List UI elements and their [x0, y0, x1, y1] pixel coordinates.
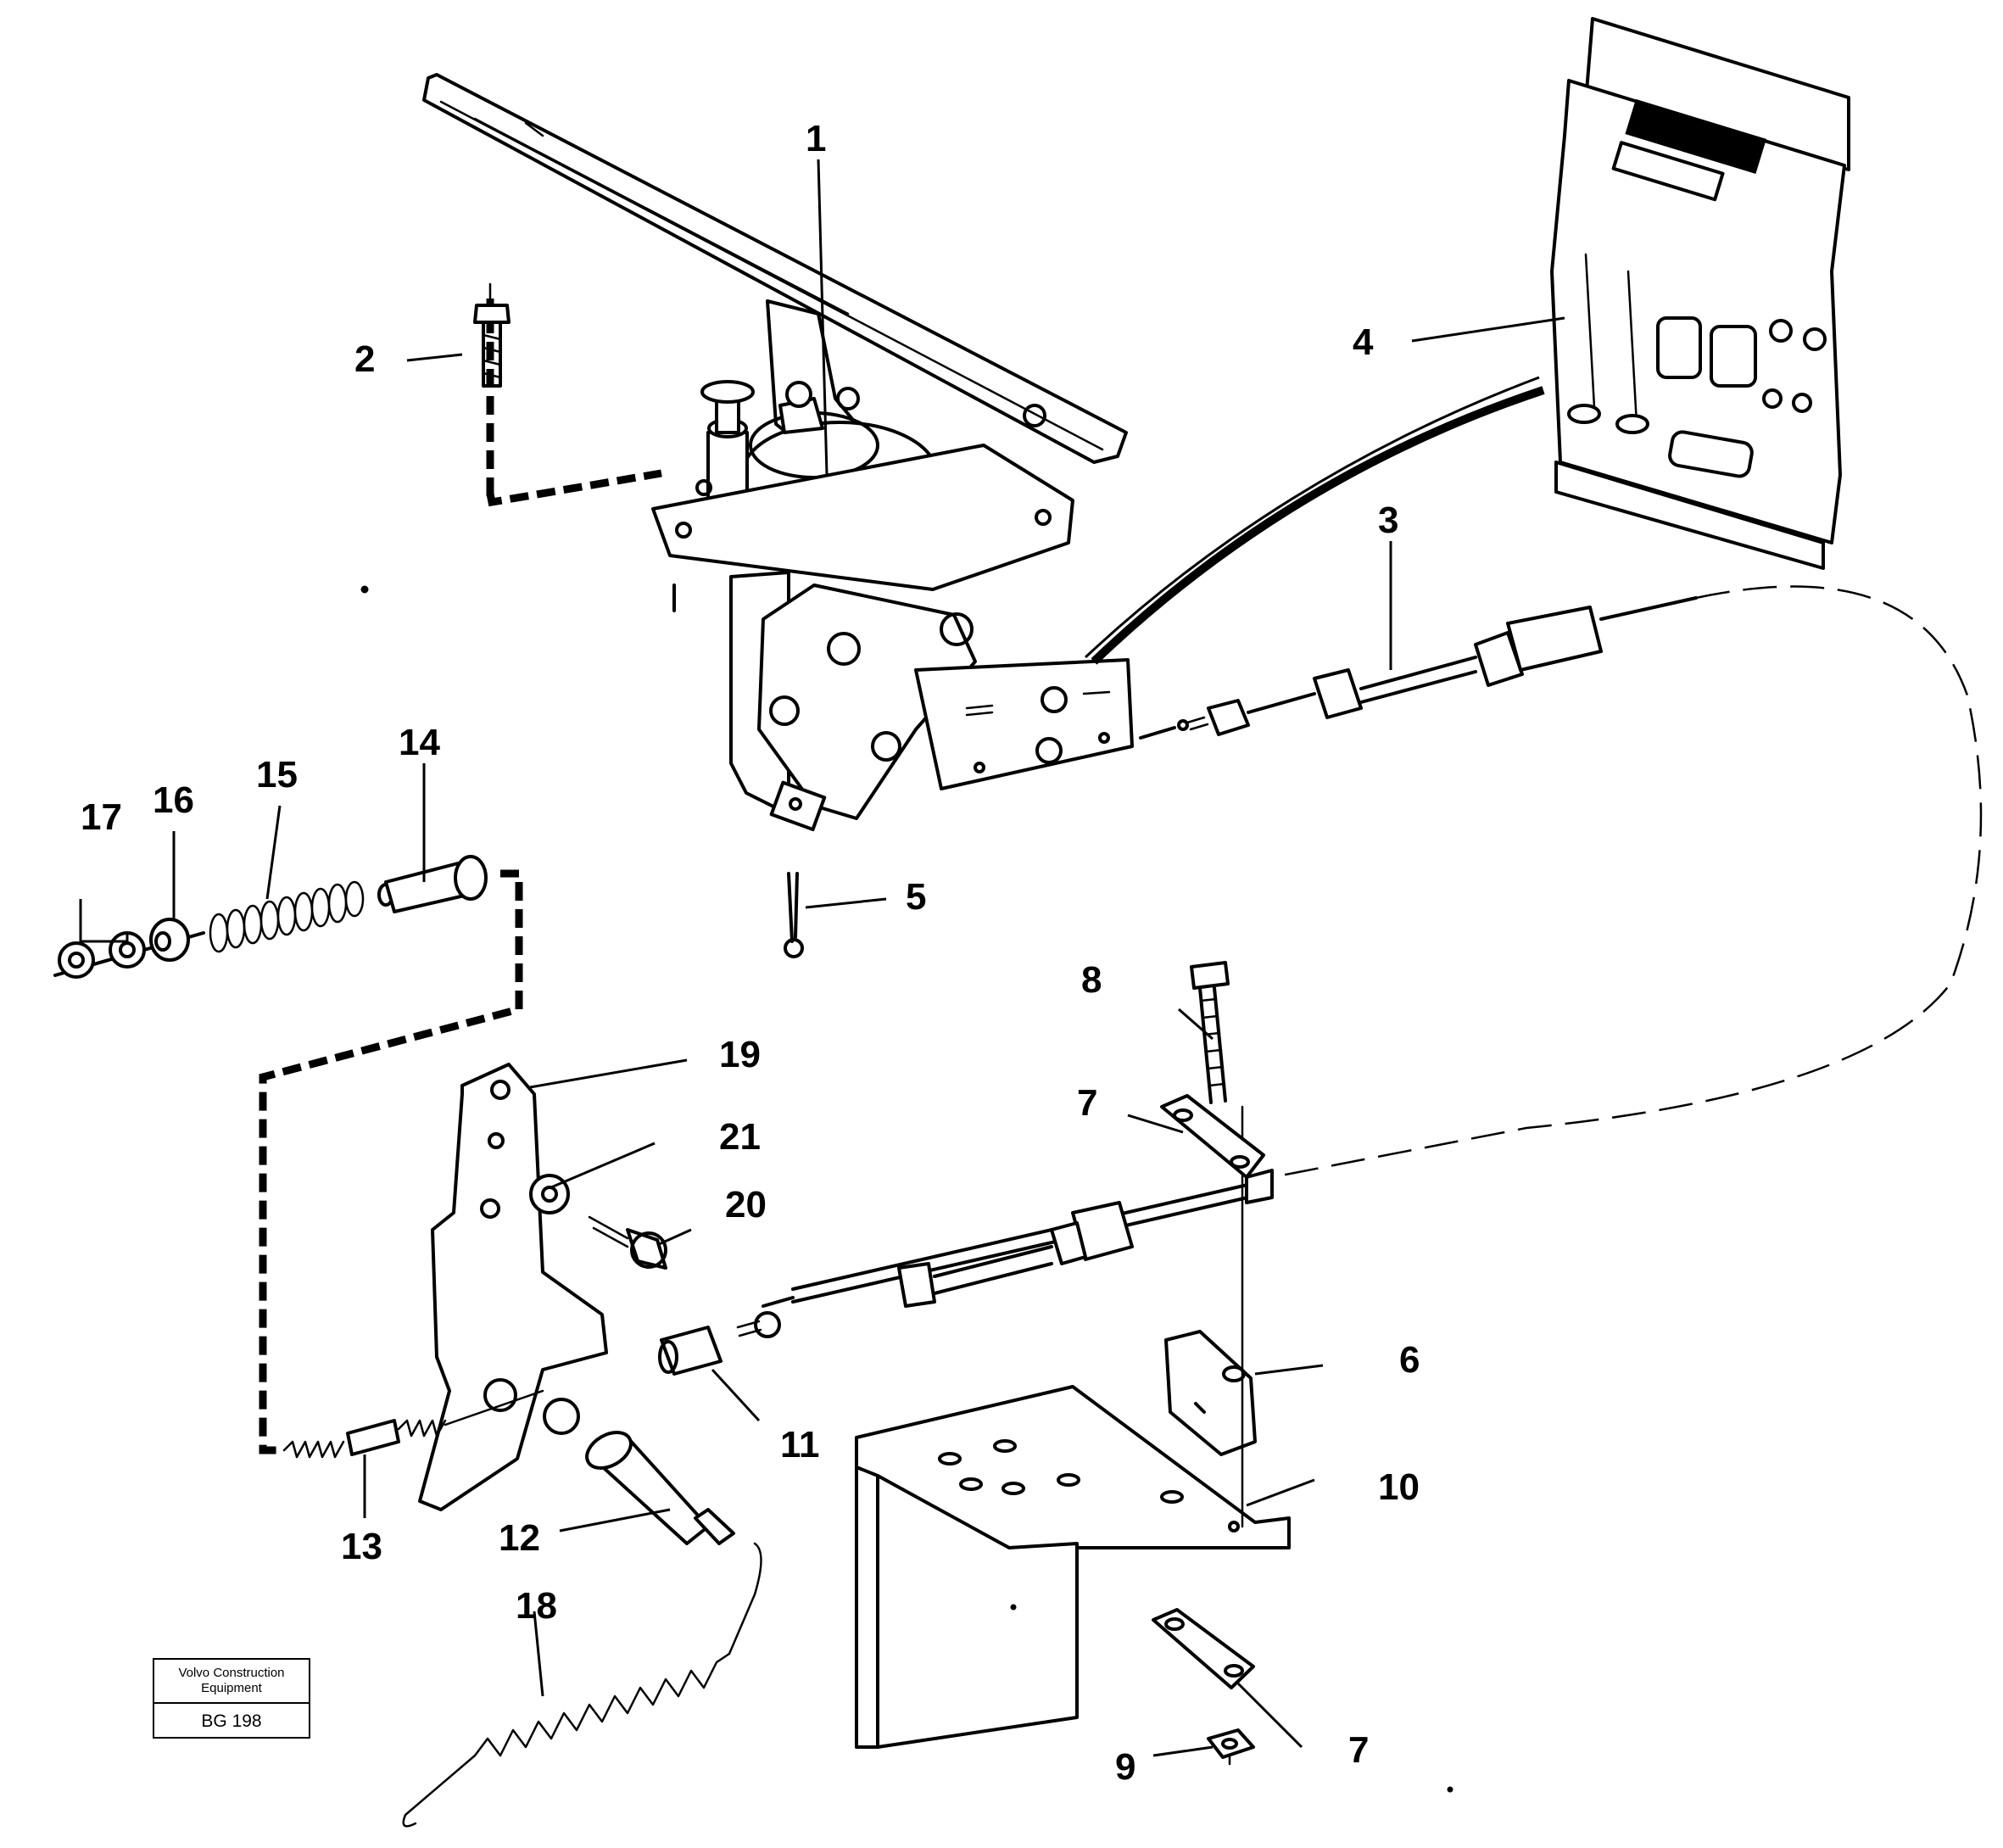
callout-20: 20 — [725, 1184, 767, 1225]
cotter-pin-part-5 — [784, 872, 804, 958]
callout-3: 3 — [1378, 500, 1398, 541]
bracket-part-10 — [855, 1385, 1291, 1749]
throttle-cable-lower — [736, 1169, 1274, 1338]
callout-6: 6 — [1399, 1339, 1420, 1381]
company-line-1: Volvo Construction — [178, 1666, 285, 1680]
callout-12: 12 — [499, 1517, 540, 1559]
bolt-part-20 — [588, 1215, 667, 1270]
callout-labels: 1 2 3 4 5 6 7 7 8 9 10 11 12 13 14 15 16… — [81, 118, 1420, 1788]
company-line-2: Equipment — [201, 1681, 262, 1695]
callout-2: 2 — [354, 338, 375, 380]
governor-unit — [1550, 17, 1850, 570]
cable-to-governor — [1091, 386, 1545, 665]
callout-21: 21 — [719, 1116, 761, 1158]
callout-9: 9 — [1115, 1746, 1135, 1788]
screw-part-2 — [473, 282, 511, 388]
callout-10: 10 — [1378, 1466, 1420, 1508]
title-block: Volvo Construction Equipment BG 198 — [153, 1658, 310, 1739]
plate-part-7-lower — [1152, 1608, 1255, 1689]
screw-part-8 — [1190, 961, 1244, 1528]
callout-5: 5 — [906, 876, 926, 918]
pin-part-12 — [585, 1431, 735, 1545]
callout-13: 13 — [341, 1526, 382, 1567]
clamp-part-6 — [1164, 1330, 1257, 1456]
nut-part-11 — [658, 1326, 723, 1376]
callout-17: 17 — [81, 796, 122, 838]
callout-16: 16 — [153, 779, 194, 821]
nut-part-9 — [1207, 1728, 1255, 1766]
callout-4: 4 — [1353, 321, 1374, 363]
bracket-part-19 — [418, 1063, 608, 1511]
spring-part-18 — [402, 1542, 762, 1828]
callout-1: 1 — [806, 118, 826, 159]
accelerator-pedal-assembly — [422, 73, 1134, 832]
spring-part-13 — [282, 1389, 544, 1459]
title-block-code: BG 198 — [201, 1711, 262, 1731]
callout-19: 19 — [719, 1034, 761, 1075]
leader-lines — [79, 159, 1565, 1757]
throttle-cable-upper — [1139, 585, 1983, 1181]
callout-8: 8 — [1081, 959, 1102, 1001]
callout-18: 18 — [516, 1585, 557, 1627]
callout-7-upper: 7 — [1077, 1082, 1097, 1124]
callout-14: 14 — [399, 722, 440, 763]
spring-stack — [53, 855, 488, 979]
callout-11: 11 — [780, 1424, 820, 1466]
washer-part-21 — [529, 1174, 570, 1214]
callout-15: 15 — [256, 754, 298, 796]
plate-part-7-upper — [1160, 1094, 1265, 1179]
title-block-company: Volvo Construction Equipment — [154, 1660, 309, 1704]
callout-7-lower: 7 — [1348, 1729, 1369, 1771]
